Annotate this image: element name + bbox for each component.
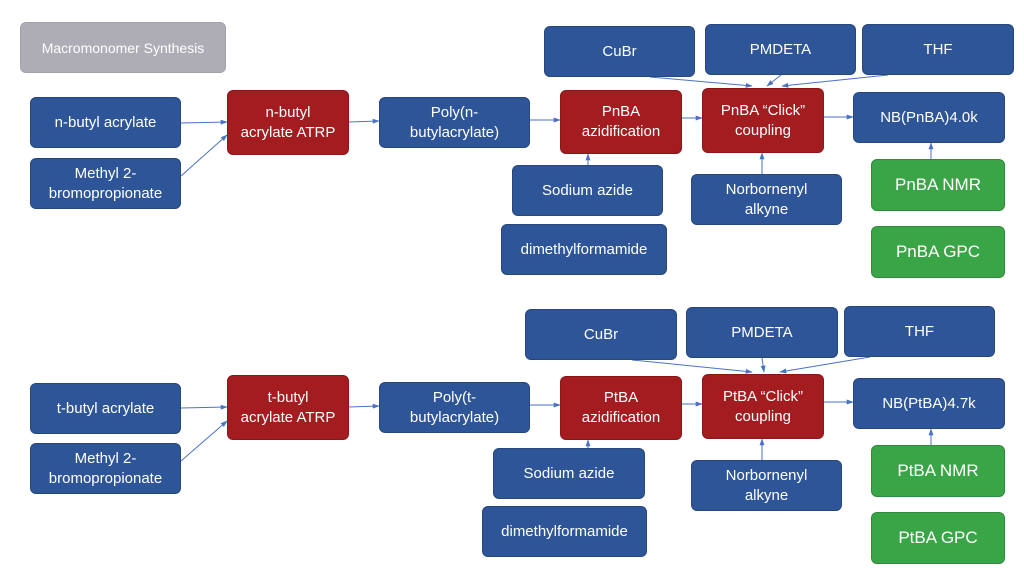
dmf-box: dimethylformamide <box>501 224 667 275</box>
arrow-thf2-to-click2 <box>779 356 871 374</box>
arrow-initiator-to-atrp <box>180 134 228 177</box>
arrow-initiator2-to-atrp2 <box>180 420 228 462</box>
arrow-atrp-to-polymer <box>348 118 380 124</box>
norbornenyl-alkyne-box-2: Norbornenyl alkyne <box>691 460 842 511</box>
atrp-process-box-2: t-butyl acrylate ATRP <box>227 375 349 440</box>
nmr-analysis-box: PnBA NMR <box>871 159 1005 211</box>
initiator-box-2: Methyl 2- bromopropionate <box>30 443 181 494</box>
arrow-monomer-to-atrp <box>180 119 228 125</box>
pmdeta-box: PMDETA <box>705 24 856 75</box>
arrow-thf-to-click <box>781 74 889 88</box>
cubr-box: CuBr <box>544 26 695 77</box>
arrow-cubr-to-click <box>649 76 753 88</box>
pmdeta-box-2: PMDETA <box>686 307 838 358</box>
gpc-analysis-box: PnBA GPC <box>871 226 1005 278</box>
arrow-atrp2-to-polymer2 <box>348 403 380 409</box>
gpc-analysis-box-2: PtBA GPC <box>871 512 1005 564</box>
polymer-box-2: Poly(t- butylacrylate) <box>379 382 530 433</box>
click-coupling-process-box-2: PtBA “Click” coupling <box>702 374 824 439</box>
product-box: NB(PnBA)4.0k <box>853 92 1005 143</box>
sodium-azide-box: Sodium azide <box>512 165 663 216</box>
dmf-box-2: dimethylformamide <box>482 506 647 557</box>
thf-box: THF <box>862 24 1014 75</box>
arrow-pmdeta2-to-click2 <box>760 357 766 373</box>
n-butyl-acrylate-box: n-butyl acrylate <box>30 97 181 148</box>
azidification-process-box: PnBA azidification <box>560 90 682 154</box>
arrow-cubr2-to-click2 <box>631 359 753 374</box>
arrow-pmdeta-to-click <box>766 74 782 87</box>
azidification-process-box-2: PtBA azidification <box>560 376 682 440</box>
thf-box-2: THF <box>844 306 995 357</box>
nmr-analysis-box-2: PtBA NMR <box>871 445 1005 497</box>
norbornenyl-alkyne-box: Norbornenyl alkyne <box>691 174 842 225</box>
product-box-2: NB(PtBA)4.7k <box>853 378 1005 429</box>
polymer-box: Poly(n- butylacrylate) <box>379 97 530 148</box>
t-butyl-acrylate-box: t-butyl acrylate <box>30 383 181 434</box>
click-coupling-process-box: PnBA “Click” coupling <box>702 88 824 153</box>
atrp-process-box: n-butyl acrylate ATRP <box>227 90 349 155</box>
cubr-box-2: CuBr <box>525 309 677 360</box>
initiator-box: Methyl 2- bromopropionate <box>30 158 181 209</box>
sodium-azide-box-2: Sodium azide <box>493 448 645 499</box>
arrow-monomer2-to-atrp2 <box>180 404 228 410</box>
diagram-title: Macromonomer Synthesis <box>20 22 226 73</box>
